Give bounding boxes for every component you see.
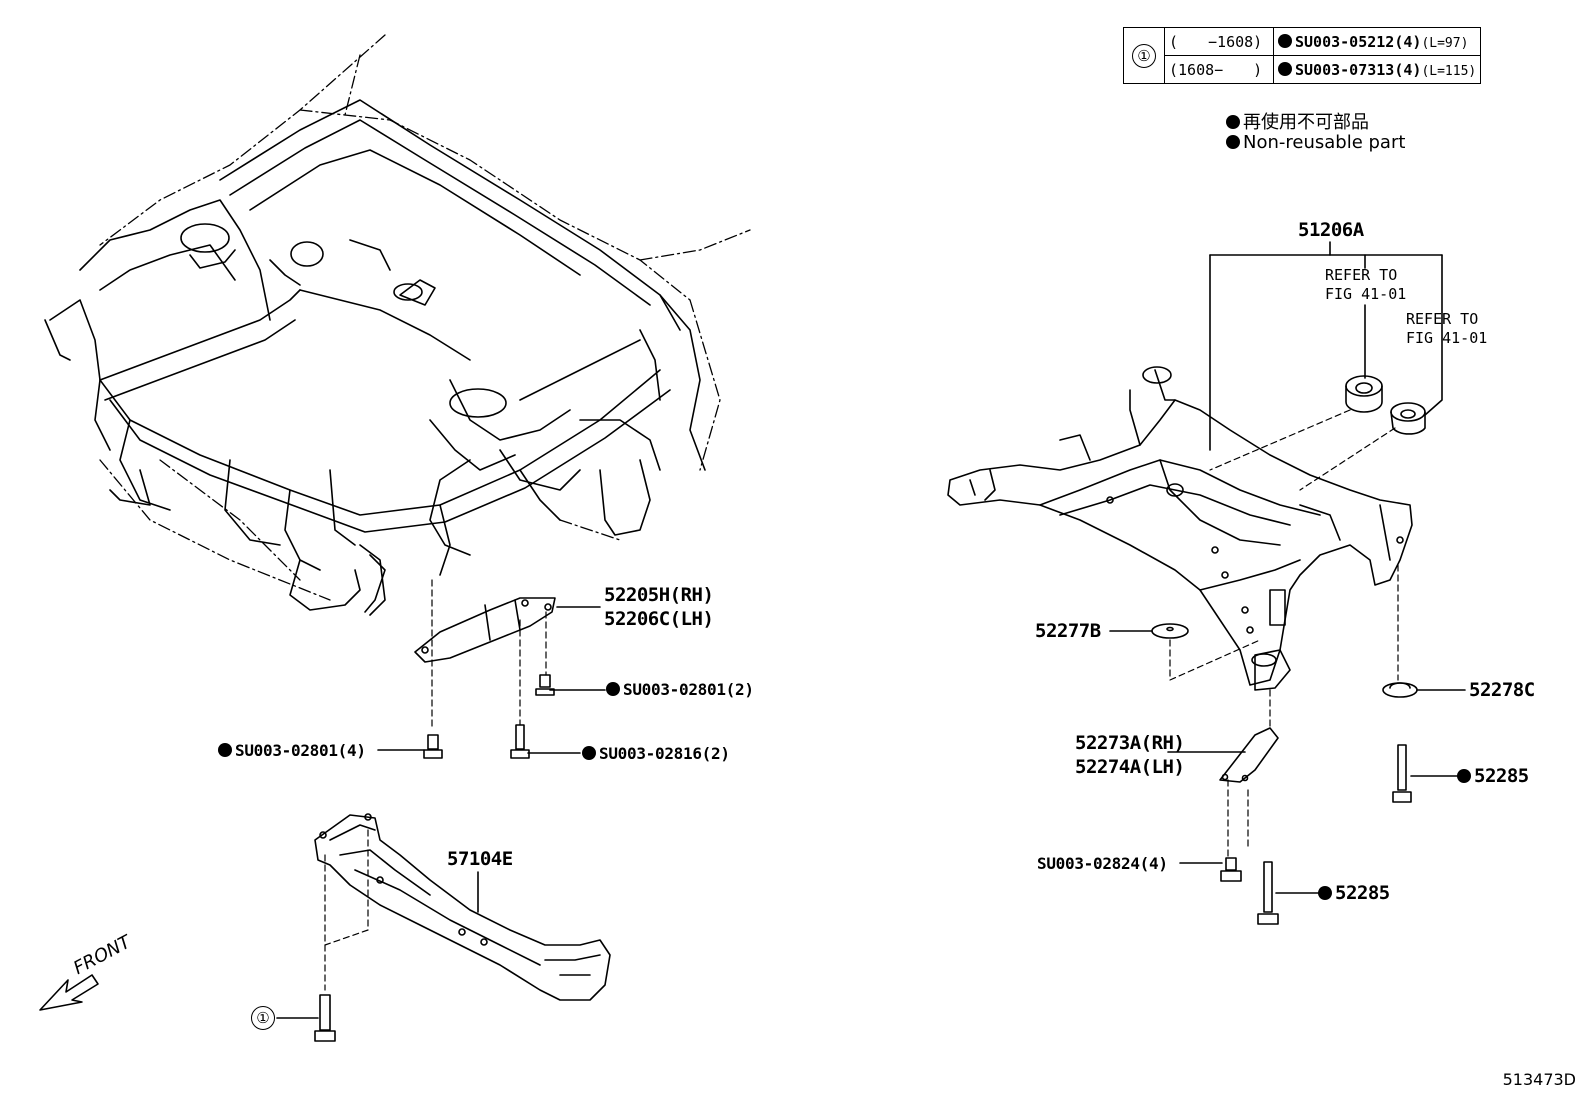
label-stopper-lower: 52277B xyxy=(1035,620,1101,642)
spec-length: (L=115) xyxy=(1421,63,1477,79)
label-brace-rh: 52205H(RH) xyxy=(604,584,714,606)
spec-part-cell: SU003-05212(4)(L=97) xyxy=(1272,27,1482,56)
spec-length: (L=97) xyxy=(1421,35,1469,51)
nonreusable-dot-icon xyxy=(606,682,620,696)
nonreusable-dot-icon xyxy=(1318,886,1332,900)
label-bolt-e-text: 52285 xyxy=(1474,765,1529,787)
front-brace-part xyxy=(377,579,606,759)
label-bolt-d: SU003-02824(4) xyxy=(1037,854,1168,873)
label-bolt-b-text: SU003-02801(4) xyxy=(235,741,366,760)
spec-part: SU003-05212(4) xyxy=(1295,32,1422,51)
nonreusable-dot-icon xyxy=(1457,769,1471,783)
bushing-parts xyxy=(1345,375,1426,435)
spec-row: ① ( −1608) SU003-05212(4)(L=97) xyxy=(1123,27,1482,84)
callout-circle: ① xyxy=(251,1006,275,1030)
label-stopper-upper: 52278C xyxy=(1469,679,1535,701)
bolt-spec-table: ① ( −1608) SU003-05212(4)(L=97) (1608− )… xyxy=(1123,27,1482,84)
label-bolt-b: SU003-02801(4) xyxy=(218,741,366,760)
legend-jp: 再使用不可部品 xyxy=(1226,108,1369,134)
label-refer-1: REFER TO FIG 41-01 xyxy=(1325,266,1407,303)
spec-callout-cell: ① xyxy=(1123,27,1165,84)
spec-part: SU003-07313(4) xyxy=(1295,60,1422,79)
rear-subframe-part xyxy=(947,241,1466,925)
label-bolt-a-text: SU003-02801(2) xyxy=(623,680,754,699)
label-bolt-f: 52285 xyxy=(1318,882,1390,904)
label-bracket-rh: 52273A(RH) xyxy=(1075,732,1185,754)
spec-row: (1608− ) SU003-07313(4)(L=115) xyxy=(1124,55,1482,84)
label-refer-2: REFER TO FIG 41-01 xyxy=(1406,310,1488,347)
spec-range: ( −1608) xyxy=(1164,27,1274,56)
label-bracket-lh: 52274A(LH) xyxy=(1075,756,1185,778)
figure-code: 513473D xyxy=(1502,1070,1576,1089)
label-crossmember: 57104E xyxy=(447,848,513,870)
vehicle-body-structure xyxy=(44,34,751,616)
nonreusable-dot-icon xyxy=(1226,135,1240,149)
label-brace-lh: 52206C(LH) xyxy=(604,608,714,630)
crossmember-part xyxy=(276,813,611,1042)
legend-jp-text: 再使用不可部品 xyxy=(1243,112,1369,133)
front-arrow-icon xyxy=(39,974,99,1011)
nonreusable-dot-icon xyxy=(1226,115,1240,129)
label-bolt-a: SU003-02801(2) xyxy=(606,680,754,699)
callout-one: ① xyxy=(1132,43,1156,68)
callout-one: ① xyxy=(251,1006,275,1030)
label-rear-subframe: 51206A xyxy=(1298,219,1364,241)
spec-part-cell: SU003-07313(4)(L=115) xyxy=(1272,55,1482,84)
nonreusable-dot-icon xyxy=(1278,33,1292,48)
legend-en: Non-reusable part xyxy=(1226,132,1405,153)
nonreusable-dot-icon xyxy=(1278,61,1292,76)
label-bolt-f-text: 52285 xyxy=(1335,882,1390,904)
nonreusable-dot-icon xyxy=(582,746,596,760)
label-bolt-c: SU003-02816(2) xyxy=(582,744,730,763)
nonreusable-dot-icon xyxy=(218,743,232,757)
spec-range: (1608− ) xyxy=(1164,55,1274,84)
label-bolt-e: 52285 xyxy=(1457,765,1529,787)
label-bolt-c-text: SU003-02816(2) xyxy=(599,744,730,763)
legend-en-text: Non-reusable part xyxy=(1243,132,1406,153)
